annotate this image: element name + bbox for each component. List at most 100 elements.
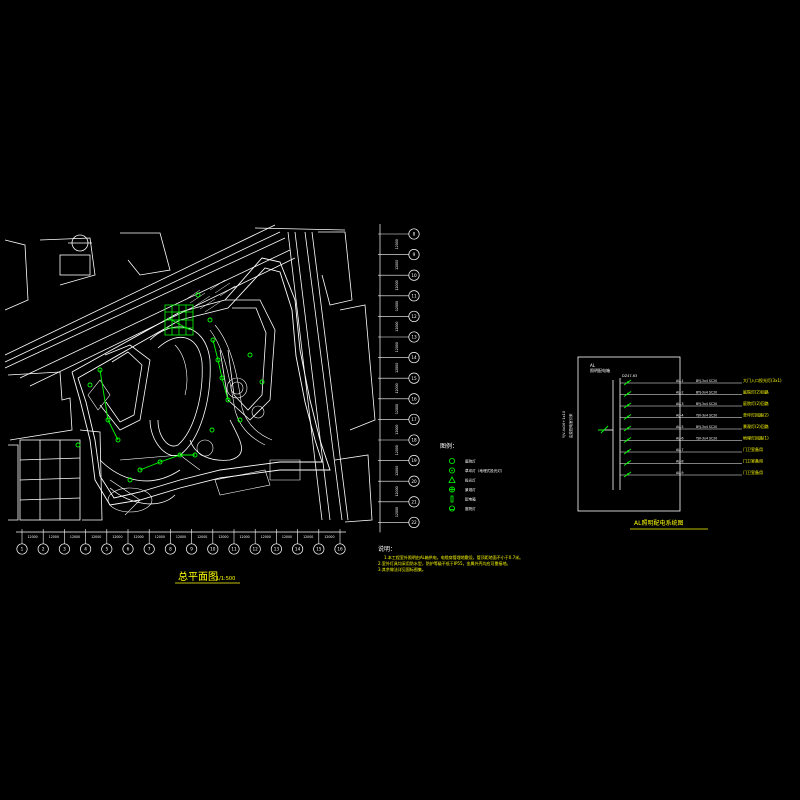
distribution-title: AL照明配电系统图	[634, 519, 683, 527]
legend-item: 景观灯	[448, 486, 476, 493]
col-grid-label: 4	[84, 547, 87, 552]
distribution-frame	[577, 356, 681, 512]
col-grid-bubble	[228, 543, 240, 555]
circuit-description: 草坪灯回路(2)	[743, 412, 769, 418]
breaker-contact-icon	[627, 450, 629, 452]
row-dimension-text: 12000	[395, 301, 399, 311]
legend-circle-dot-icon	[448, 467, 455, 474]
circuit-description: 门卫室备用	[743, 469, 763, 475]
col-grid-bubble	[249, 543, 261, 555]
legend-item: 庭院灯	[448, 505, 476, 512]
col-grid-label: 10	[210, 547, 216, 552]
row-grid-bubble	[408, 352, 420, 364]
circuit-id: AL-1	[676, 379, 684, 383]
legend-dot-icon	[451, 469, 453, 472]
col-grid-label: 13	[274, 547, 280, 552]
grid-rows: 8120009120001012000111200012120001312000…	[378, 224, 420, 533]
breaker-contact-icon	[627, 415, 629, 418]
distribution-diagram: AL 照明配电箱 DZ47-63 由变配电室引来 YJV-4x16+1x10 A…	[562, 356, 782, 530]
breaker-contact-icon	[627, 392, 629, 395]
site-boundary	[71, 257, 331, 506]
col-grid-label: 6	[127, 547, 130, 552]
legend-title: 图例：	[440, 442, 458, 450]
legend-item: 草坪灯（地埋式投光灯）	[448, 467, 505, 474]
breaker-contact-icon	[627, 473, 629, 475]
row-dimension-text: 12000	[395, 383, 399, 393]
col-grid-bubble	[58, 543, 70, 555]
legend-label: 庭院灯	[465, 506, 476, 511]
col-dimension-text: 12000	[261, 535, 271, 539]
row-grid-bubble	[408, 434, 420, 446]
panel-label: AL	[590, 363, 596, 368]
site-plan: 8120009120001012000111200012120001312000…	[4, 224, 420, 584]
col-grid-label: 8	[169, 547, 172, 552]
parking-hatch	[184, 279, 236, 313]
legend-item: 庭院灯	[448, 457, 476, 464]
circuit-cable: YJV-3x4 SC20	[696, 437, 717, 441]
legend-label: 投光灯	[465, 478, 476, 483]
right-road	[287, 231, 349, 521]
legend-label: 草坪灯（地埋式投光灯）	[465, 468, 505, 473]
circuit-id: AL-4	[676, 414, 684, 418]
lighting-fixtures	[75, 292, 265, 483]
row-grid-bubble	[408, 372, 420, 384]
col-grid-bubble	[207, 543, 219, 555]
row-grid-bubble	[408, 269, 420, 281]
circuit-id: AL-6	[676, 437, 684, 441]
row-grid-bubble	[408, 228, 420, 240]
circuit-cable: YJV-3x4 SC20	[696, 414, 717, 418]
col-grid-bubble	[37, 543, 49, 555]
row-grid-bubble	[408, 331, 420, 343]
col-dimension-text: 12000	[303, 535, 313, 539]
col-dimension-text: 12000	[282, 535, 292, 539]
col-grid-bubble	[313, 543, 325, 555]
legend-bar-icon	[450, 495, 454, 503]
col-dimension-text: 12000	[176, 535, 186, 539]
row-dimension-text: 12000	[395, 404, 399, 414]
row-grid-label: 8	[413, 232, 416, 237]
row-grid-label: 17	[411, 417, 417, 422]
notes: 说明： 1.本工程室外照明由AL箱供电，电缆穿管埋地敷设，管顶距地面不小于0.7…	[378, 545, 523, 572]
row-dimension-text: 12000	[395, 445, 399, 455]
breaker-contact-icon	[627, 404, 629, 406]
circuit-id: AL-9	[676, 471, 684, 475]
col-dimension-text: 12000	[112, 535, 122, 539]
circuit-description: 庭院灯(2)回路	[743, 400, 769, 406]
circuit-row: AL-4 YJV-3x4 SC20 草坪灯回路(2)	[620, 412, 769, 420]
col-grid-label: 9	[190, 547, 193, 552]
row-dimension-text: 12000	[395, 425, 399, 435]
col-grid-label: 14	[295, 547, 301, 552]
circuit-cable: BYJ-3x4 SC20	[696, 402, 717, 406]
row-dimension-text: 12000	[395, 342, 399, 352]
col-grid-label: 5	[105, 547, 108, 552]
circuit-id: AL-8	[676, 460, 684, 464]
col-dimension-text: 12000	[155, 535, 165, 539]
row-dimension-text: 12000	[395, 486, 399, 496]
row-grid-label: 18	[411, 438, 417, 443]
col-dimension-text: 12000	[70, 535, 80, 539]
col-dimension-text: 12000	[197, 535, 207, 539]
circuit-id: AL-2	[676, 391, 684, 395]
incoming-cable: YJV-4x16+1x10	[562, 411, 566, 438]
note-line-3: 3.其余做法详见国标图集。	[378, 566, 426, 572]
row-grid-bubble	[408, 516, 420, 528]
col-dimension-text: 12000	[240, 535, 250, 539]
legend-label: 庭院灯	[465, 459, 476, 464]
col-grid-label: 11	[231, 547, 237, 552]
legend-item: 配电箱	[450, 495, 476, 503]
legend-item: 投光灯	[448, 476, 476, 483]
row-grid-bubble	[408, 413, 420, 425]
circuit-description: 庭院灯(2)回路	[743, 389, 769, 395]
main-breaker-label: DZ47-63	[622, 374, 637, 378]
incoming-note: 由变配电室引来	[568, 413, 573, 438]
row-grid-bubble	[408, 496, 420, 508]
feeder-lines	[598, 378, 621, 490]
col-grid-label: 3	[63, 547, 66, 552]
